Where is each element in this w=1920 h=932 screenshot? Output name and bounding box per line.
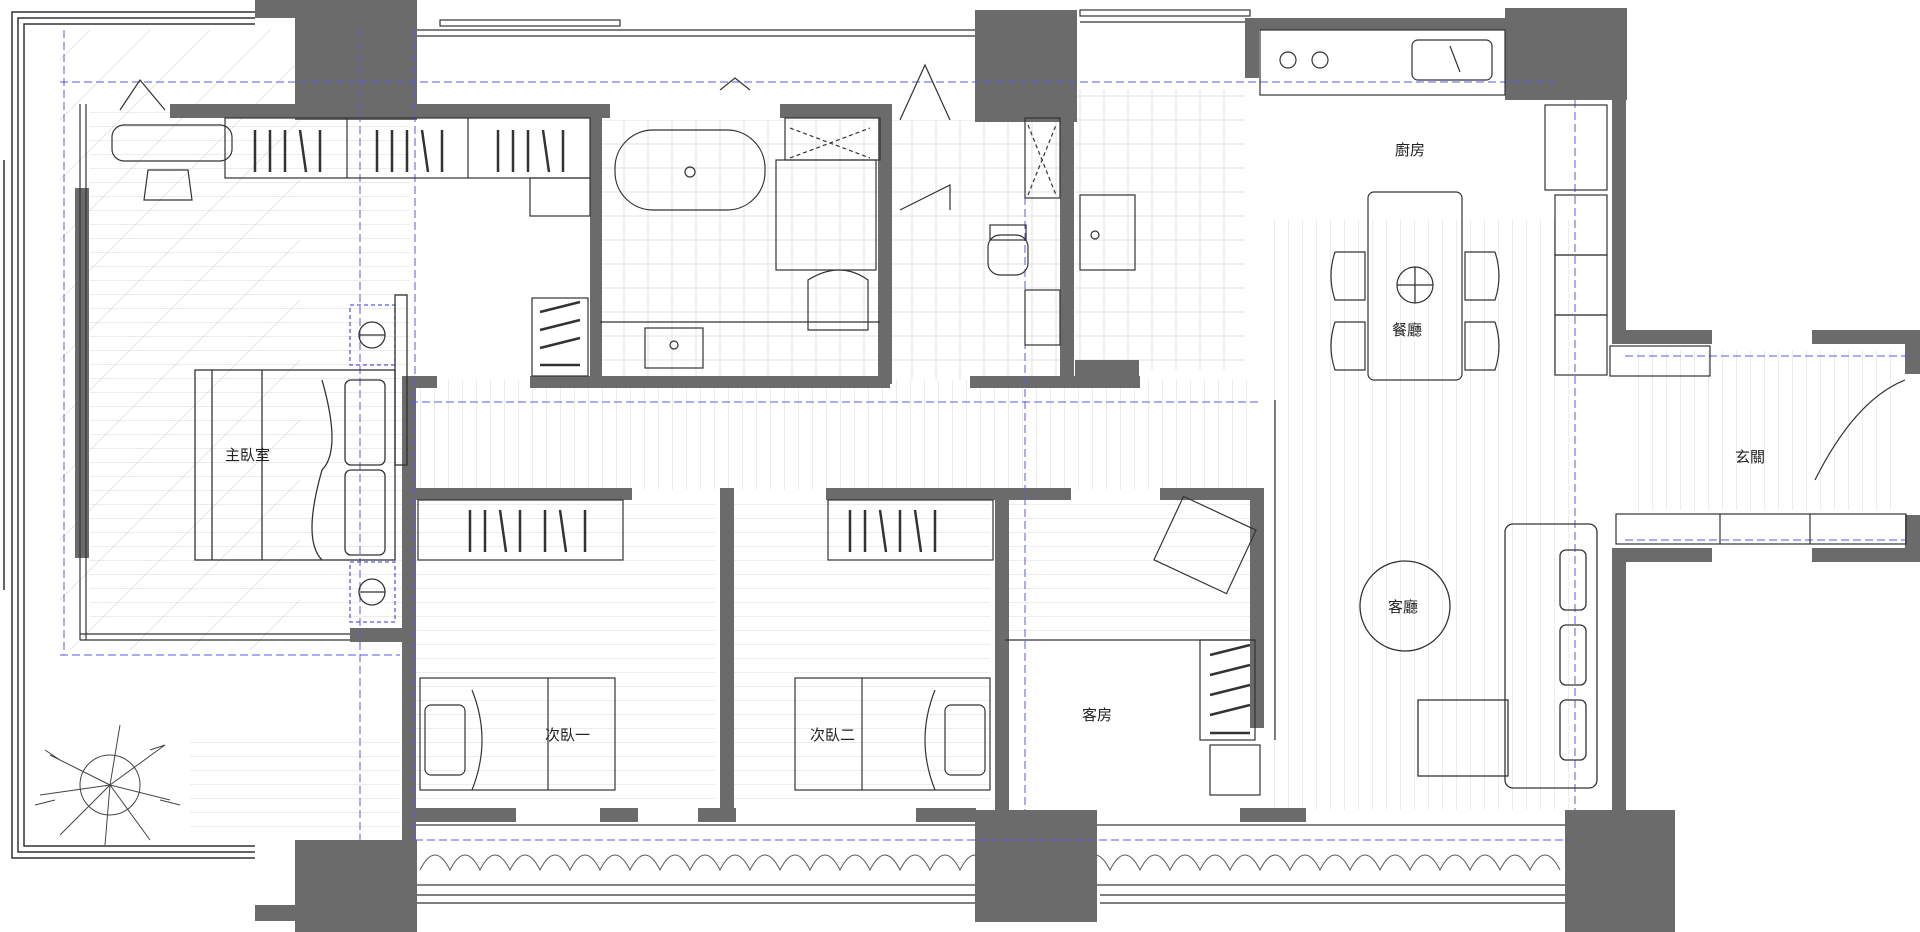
- living-room-label: 客廳: [1388, 598, 1418, 616]
- room-labels: 主臥室 次臥一 次臥二 客房 廚房 餐廳 客廳 玄關: [225, 141, 1765, 744]
- guest-room-label: 客房: [1082, 706, 1112, 724]
- top-window: [410, 9, 1251, 37]
- master-bathroom: [600, 77, 881, 369]
- kitchen-counter: [1259, 29, 1608, 376]
- dimension-guides: [60, 30, 1910, 841]
- kitchen-label: 廚房: [1395, 141, 1425, 159]
- bedroom-one-label: 次臥一: [545, 726, 590, 744]
- dining-table: [1330, 191, 1500, 381]
- master-bed: [194, 294, 408, 623]
- tree-symbol: [34, 724, 181, 846]
- master-wardrobe: [224, 117, 591, 377]
- dining-room-label: 餐廳: [1392, 321, 1422, 339]
- structural-columns: [255, 0, 1675, 932]
- left-balcony: [3, 11, 255, 859]
- bedroom-two-label: 次臥二: [810, 726, 855, 744]
- master-bedroom-label: 主臥室: [225, 446, 270, 464]
- bedroom-one-furniture: [417, 499, 624, 791]
- entrance-cabinets: [1609, 345, 1907, 545]
- living-sofa: [1359, 523, 1598, 789]
- guest-room-furniture: [1005, 400, 1276, 796]
- bedroom-two-furniture: [794, 499, 994, 791]
- walls: [75, 18, 1920, 841]
- master-window: [79, 78, 350, 641]
- entrance-label: 玄關: [1735, 448, 1765, 466]
- second-bathroom: [899, 63, 1136, 346]
